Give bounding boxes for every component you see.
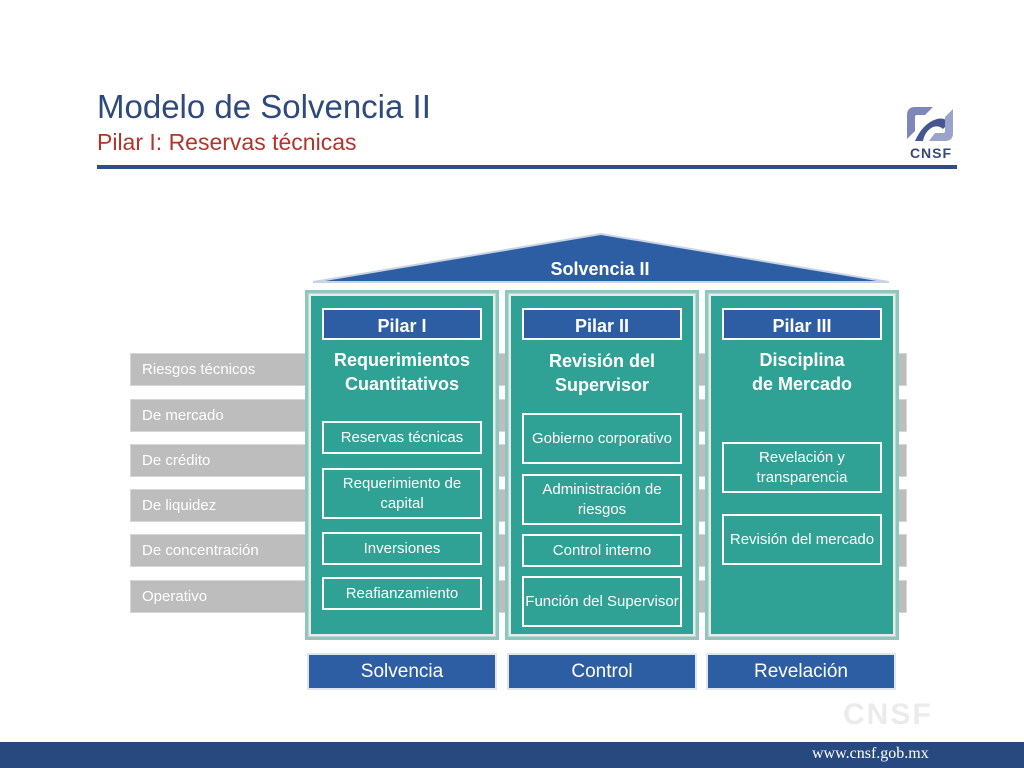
roof-triangle (313, 233, 889, 283)
risk-label: Riesgos técnicos (142, 361, 256, 378)
pillar-3-title-line2: de Mercado (751, 374, 853, 394)
cnsf-logo-icon (907, 107, 953, 141)
pillar-3-title: Disciplina de Mercado (709, 348, 895, 396)
risk-label: De mercado (142, 407, 224, 424)
pillar-2: Pilar II Revisión del Supervisor Gobiern… (508, 293, 696, 637)
pillar-1-title-line1: Requerimientos (333, 350, 471, 370)
pillar-2-title-line2: Supervisor (554, 375, 650, 395)
pillar-2-title-line1: Revisión del (548, 351, 656, 371)
pillar-1-item: Inversiones (322, 532, 482, 565)
pillar-1-title-line2: Cuantitativos (344, 374, 459, 394)
pillar-2-item: Administración de riesgos (522, 474, 682, 525)
cnsf-logo: CNSF (903, 103, 957, 161)
pillar-3-head: Pilar III (722, 308, 882, 340)
page-title: Modelo de Solvencia II (97, 88, 431, 125)
pillar-1-item: Reservas técnicas (322, 421, 482, 454)
pillar-2-title: Revisión del Supervisor (509, 349, 695, 397)
roof-label: Solvencia II (550, 259, 650, 279)
pillar-3: Pilar III Disciplina de Mercado Revelaci… (708, 293, 896, 637)
pillar-3-item: Revisión del mercado (722, 514, 882, 565)
pillar-1-item: Requerimiento de capital (322, 468, 482, 519)
cnsf-watermark: CNSF (843, 698, 933, 731)
pillar-2-item: Función del Supervisor (522, 576, 682, 627)
base-revelacion: Revelación (706, 653, 896, 690)
risk-label: De liquidez (142, 497, 217, 514)
footer-bar (0, 742, 1024, 768)
pillar-3-title-line1: Disciplina (759, 350, 845, 370)
pillar-1: Pilar I Requerimientos Cuantitativos Res… (308, 293, 496, 637)
pillar-1-title: Requerimientos Cuantitativos (309, 348, 495, 396)
footer-url[interactable]: www.cnsf.gob.mx (812, 745, 929, 762)
base-solvencia: Solvencia (307, 653, 497, 690)
pillar-1-item: Reafianzamiento (322, 577, 482, 610)
pillar-2-item: Gobierno corporativo (522, 413, 682, 464)
base-control: Control (507, 653, 697, 690)
page-subtitle: Pilar I: Reservas técnicas (97, 129, 357, 155)
pillar-1-head: Pilar I (322, 308, 482, 340)
risk-label: Operativo (142, 588, 208, 605)
logo-text: CNSF (909, 145, 953, 161)
risk-label: De concentración (142, 542, 259, 559)
pillar-2-head: Pilar II (522, 308, 682, 340)
pillar-2-item: Control interno (522, 534, 682, 567)
risk-label: De crédito (142, 452, 211, 469)
title-divider (97, 165, 957, 169)
pillar-3-item: Revelación y transparencia (722, 442, 882, 493)
